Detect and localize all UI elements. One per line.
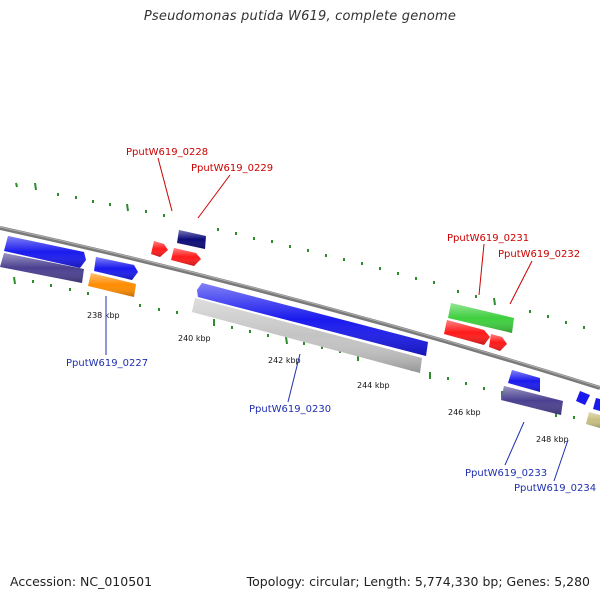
gene-unlabeled-right[interactable] [508,370,540,392]
feature-label[interactable]: PputW619_0230 [249,404,331,415]
gene-PputW619_0232-a[interactable] [444,320,490,345]
ruler-labels: 238 kbp 240 kbp 242 kbp 244 kbp 246 kbp … [87,311,569,444]
reverse-leaders [105,296,569,482]
genome-backbone [0,226,600,390]
ruler-label: 240 kbp [178,334,211,343]
reverse-labels: PputW619_0227 PputW619_0230 PputW619_023… [66,358,596,494]
gene-unlabeled-left[interactable] [4,236,86,268]
genome-summary-text: Topology: circular; Length: 5,774,330 bp… [246,574,590,589]
feature-label[interactable]: PputW619_0234 [514,483,596,494]
gene-unlabeled-left-2[interactable] [94,257,138,280]
gene-PputW619_0233[interactable] [501,386,563,415]
gene-PputW619_0232[interactable] [489,334,507,351]
gene-PputW619_0227[interactable] [88,273,136,297]
feature-label[interactable]: PputW619_0231 [447,233,529,244]
ruler-label: 244 kbp [357,381,390,390]
map-title: Pseudomonas putida W619, complete genome [143,9,457,24]
forward-leaders [157,157,533,305]
feature-label[interactable]: PputW619_0229 [191,163,273,174]
gene-PputW619_0228[interactable] [151,241,168,257]
gene-unlabeled-lower-left[interactable] [0,253,84,283]
ruler-label: 248 kbp [536,435,569,444]
ruler-label: 238 kbp [87,311,120,320]
gene-unlabeled-mid[interactable] [197,283,428,356]
backbone-highlight [0,226,600,388]
feature-label[interactable]: PputW619_0232 [498,249,580,260]
gene-unlabeled-top[interactable] [177,230,206,249]
gene-PputW619_0229[interactable] [171,248,201,266]
gene-PputW619_0230[interactable] [192,298,422,373]
accession-text: Accession: NC_010501 [10,574,153,589]
gene-PputW619_0234[interactable] [586,412,600,428]
ruler-label: 246 kbp [448,408,481,417]
feature-label[interactable]: PputW619_0227 [66,358,148,369]
forward-labels: PputW619_0228 PputW619_0229 PputW619_023… [126,147,580,260]
gene-PputW619_0231[interactable] [448,303,514,333]
feature-label[interactable]: PputW619_0228 [126,147,208,158]
gene-unlabeled-edge[interactable] [576,391,600,411]
ruler-label: 242 kbp [268,356,301,365]
feature-label[interactable]: PputW619_0233 [465,468,547,479]
outer-tick-ring [15,182,585,329]
